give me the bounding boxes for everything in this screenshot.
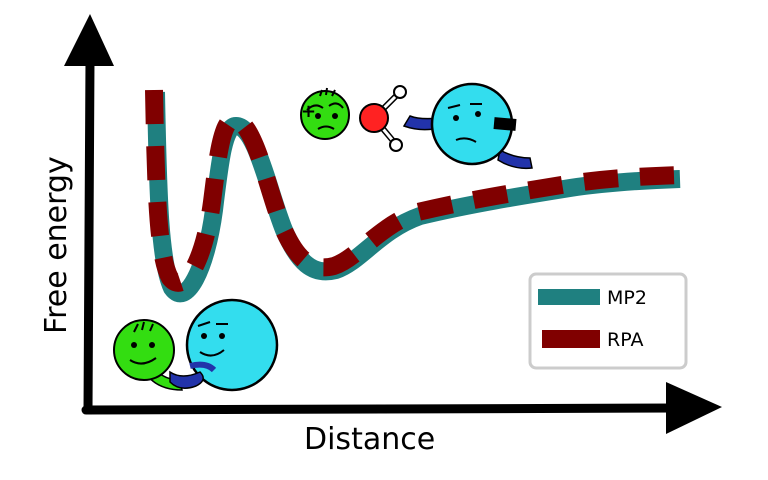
- legend-label-mp2: MP2: [607, 287, 647, 309]
- x-axis-label: Distance: [304, 422, 435, 457]
- y-axis-line: [83, 55, 95, 415]
- handshake: [169, 361, 217, 389]
- contact-ion-pair: [113, 298, 279, 392]
- legend-label-rpa: RPA: [607, 329, 643, 351]
- x-axis-line: [81, 403, 685, 415]
- solvent-separated-pair: +: [300, 82, 533, 170]
- y-axis-arrowhead: [64, 14, 114, 66]
- chloride-ion-cartoon-top: [402, 82, 533, 170]
- water-molecule: [359, 85, 407, 152]
- rpa-curve: [145, 89, 681, 292]
- legend-swatch-rpa: [542, 330, 600, 348]
- energy-curves: [145, 89, 681, 303]
- sodium-ion-cartoon-bottom: [113, 319, 183, 391]
- legend-swatch-mp2: [538, 289, 600, 305]
- y-axis-label: Free energy: [39, 156, 74, 334]
- sodium-ion-cartoon-top: +: [300, 87, 350, 140]
- axes: [64, 14, 722, 434]
- x-axis-arrowhead: [666, 382, 722, 434]
- legend: MP2 RPA: [528, 272, 688, 370]
- svg-text:+: +: [301, 101, 316, 122]
